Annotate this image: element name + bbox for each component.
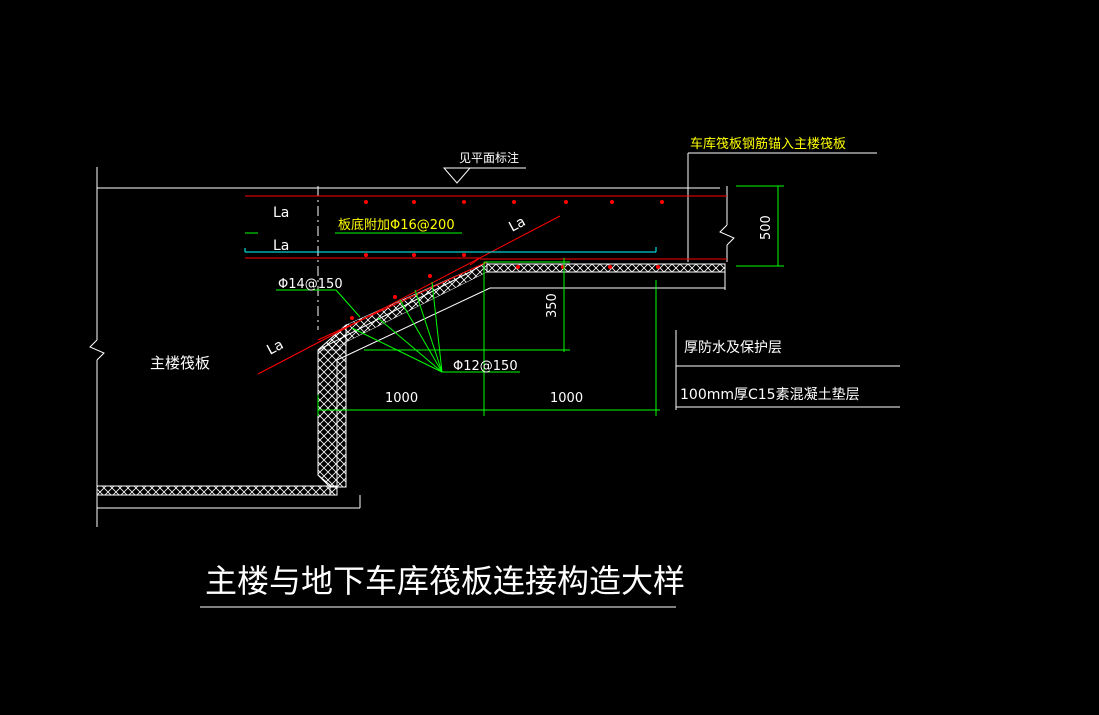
dim-500-label: 500	[759, 215, 774, 240]
dimension-lines	[245, 185, 784, 416]
dim-350-label: 350	[545, 293, 560, 318]
dim-1000-right-label: 1000	[550, 391, 583, 406]
cushion-label: 100mm厚C15素混凝土垫层	[680, 387, 860, 403]
rebar-cyan	[244, 247, 657, 253]
garage-anchor-label: 车库筏板钢筋锚入主楼筏板	[690, 136, 846, 152]
main-raft-outline	[89, 167, 720, 527]
la-label-1: La	[273, 205, 289, 221]
see-plan-label: 见平面标注	[459, 150, 519, 165]
waterproof-label: 厚防水及保护层	[684, 340, 782, 356]
rebar-red	[245, 195, 727, 375]
dim-1000-left-label: 1000	[385, 391, 418, 406]
drawing-title: 主楼与地下车库筏板连接构造大样	[205, 562, 685, 600]
la-label-4: La	[264, 337, 286, 359]
see-plan-marker	[442, 167, 526, 184]
bottom-add-label: 板底附加Φ16@200	[338, 217, 455, 233]
la-label-2: La	[273, 238, 289, 254]
garage-raft-edge	[687, 152, 877, 262]
label-underlines	[200, 330, 900, 608]
main-raft-label: 主楼筏板	[150, 354, 210, 372]
phi14-label: Φ14@150	[278, 277, 343, 292]
phi12-label: Φ12@150	[453, 359, 518, 374]
la-label-3: La	[506, 214, 528, 236]
rebar-dots	[350, 200, 664, 320]
